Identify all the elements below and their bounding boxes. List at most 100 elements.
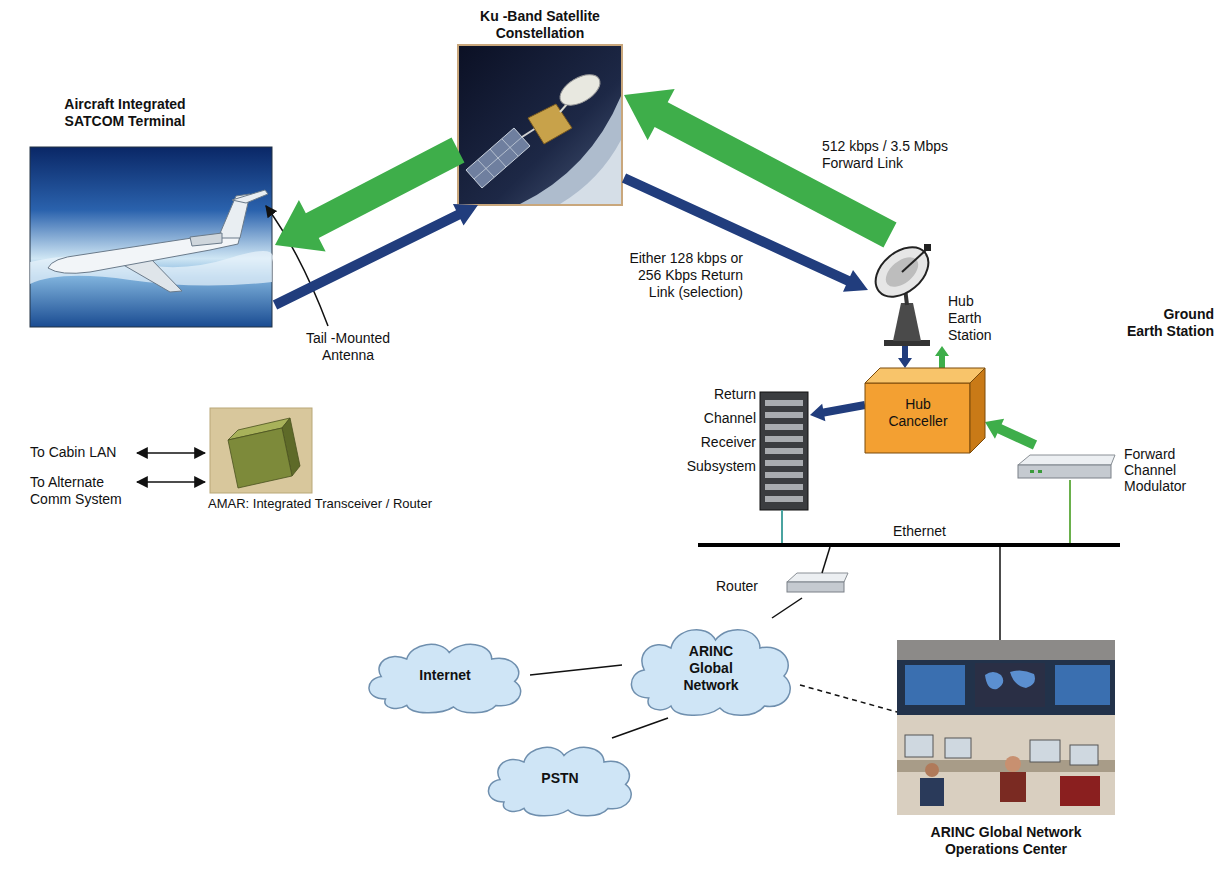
label-slot: 512 kbps / 3.5 Mbps Forward Link [822,138,972,172]
ops-person [1000,772,1026,802]
operations-center-node: ARINC Global Network Operations Center [897,640,1115,860]
ops-screen [975,663,1045,707]
box-top [865,368,985,383]
bus-drop [822,547,830,573]
receiver-node: Return Channel Receiver Subsystem [680,378,810,512]
network-cloud: ARINC Global Network [622,618,800,718]
cloud-shape [631,630,790,716]
forward-link-arrow [985,419,1037,450]
bus-drop [1069,480,1071,543]
label-slot: Ethernet [893,523,963,540]
panel-boom [522,128,536,137]
modulator-node: Forward Channel Modulator [1012,445,1200,497]
earth-clouds [560,140,621,204]
solar-panel-grid [474,137,522,179]
node-heading: Aircraft Integrated SATCOM Terminal [45,96,205,130]
modulator-leds [1030,470,1042,473]
return-link-arrow [273,204,478,310]
network-line [772,598,802,618]
return-link-arrow [810,401,866,421]
cloud-label: PSTN [510,770,610,787]
cloud-label: Internet [385,667,505,684]
annotation-label: To Alternate Comm System [30,474,130,508]
modulator-top [1018,455,1115,465]
lan-double-arrow [137,452,205,454]
amar-front [228,428,292,488]
satellite-node: Ku -Band Satellite Constellation [458,8,624,205]
ops-photo-frame [897,640,1115,815]
ops-person [920,778,944,806]
ops-screen-wall [897,660,1115,715]
ops-monitor [945,738,971,758]
dish-pedestal [893,303,921,341]
dish-reflector [866,237,938,306]
annotation-label: Tail -Mounted Antenna [298,330,398,364]
network-dashed-line [800,685,897,712]
annotation-label: To Cabin LAN [30,444,135,461]
earth-station-node: Hub Earth Station [868,235,1015,346]
bus-drop [999,547,1001,640]
return-link-arrow [898,346,912,368]
label-slot: To Alternate Comm System [30,474,130,508]
label-slot: Either 128 kbps or 256 Kbps Return Link … [617,250,743,301]
forward-link-arrow [935,346,949,368]
node-label: Hub Canceller [879,396,957,430]
ops-person-head [1005,756,1021,772]
canceller-box: Hub Canceller [865,368,985,453]
node-heading: Ku -Band Satellite Constellation [458,8,622,42]
ethernet-bus [698,543,1120,547]
network-cloud: PSTN [480,738,640,818]
ops-screen [905,665,965,705]
network-line [612,718,668,738]
ops-screen [1055,665,1110,705]
annotation-label: Either 128 kbps or 256 Kbps Return Link … [617,250,743,301]
annotation-label: Ground Earth Station [1124,306,1214,340]
ops-chair [1060,776,1100,806]
dish-feed-arm [902,250,926,272]
ops-monitor [1030,740,1060,762]
annotation-label: 512 kbps / 3.5 Mbps Forward Link [822,138,972,172]
jet-stabilizer [232,190,268,203]
satellite-photo-frame [458,45,622,205]
dish-feed [924,244,931,251]
label-slot: Tail -Mounted Antenna [298,330,398,364]
forward-link-arrow [275,138,464,252]
ops-ceiling [897,640,1115,660]
network-cloud: Internet [360,635,530,715]
router-front [787,582,844,592]
modulator-front [1018,465,1111,478]
network-line [530,665,622,675]
router-node: Router [712,566,850,598]
box-side [970,368,985,453]
ops-floor [897,715,1115,815]
node-caption: ARINC Global Network Operations Center [911,824,1101,858]
box-front [865,383,970,453]
node-label: Hub Earth Station [948,293,1002,344]
node-label: Return Channel Receiver Subsystem [682,382,756,478]
bus-drop [781,510,783,543]
solar-panel [466,128,530,188]
label-slot: To Cabin LAN [30,444,135,461]
satellite-body [528,104,572,144]
annotation-label: Ethernet [893,523,963,540]
cloud-shape [488,747,631,815]
satellite-dish [555,69,605,112]
rack-slots [765,400,803,502]
ops-monitor [1070,745,1098,765]
receiver-rack [760,392,808,510]
ops-world-map [985,670,1035,689]
label-slot: Ground Earth Station [1124,306,1214,340]
cloud-label: ARINC Global Network [671,643,751,694]
ops-person-head [925,763,939,777]
jet-engine [190,233,222,246]
alternate-comm-double-arrow [137,481,205,483]
ops-monitor [905,735,933,757]
node-label: Router [716,578,778,595]
amar-photo-frame [210,408,312,493]
node-caption: AMAR: Integrated Transceiver / Router [208,496,446,512]
earth-limb [520,96,621,204]
